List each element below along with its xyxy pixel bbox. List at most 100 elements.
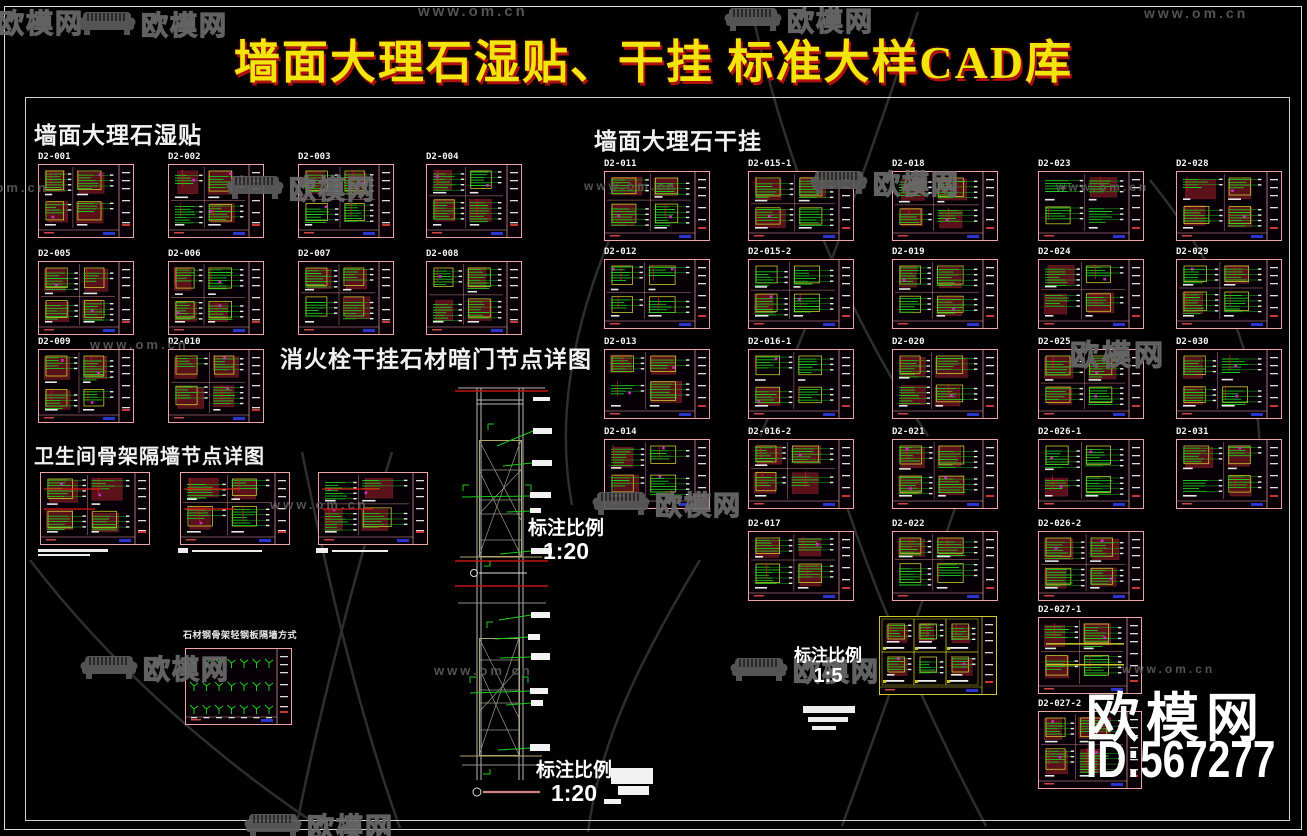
cad-thumbnail [318,472,428,545]
cad-drawing-image [1176,171,1282,241]
section-header-hydrant-door: 消火栓干挂石材暗门节点详图 [280,346,592,372]
cad-thumbnail: D2-022 [892,520,998,601]
sofa-icon [78,9,136,39]
watermark-url: www.om.cn [270,497,369,512]
watermark-logo: 欧模网 [730,650,880,689]
stone-frame-caption: 石材钢骨架轻钢板隔墙方式 [183,630,298,640]
drawing-code-label: D2-004 [426,152,459,162]
section-header-bathroom-partition: 卫生间骨架隔墙节点详图 [34,446,265,468]
section-header-dry-hang: 墙面大理石干挂 [594,128,762,154]
cad-thumbnail: D2-023 [1038,160,1144,241]
drawing-code-label: D2-012 [604,247,637,257]
cad-thumbnail: D2-006 [168,250,264,335]
cad-drawing-image [1038,349,1144,419]
cad-drawing-image [38,261,134,335]
cad-drawing-image [40,472,150,545]
cad-drawing-image [1038,531,1144,601]
cad-thumbnail: D2-026-2 [1038,520,1144,601]
cad-thumbnail: D2-005 [38,250,134,335]
scale-annotation-right: 标注比例 1:5 [794,646,862,687]
cad-thumbnail: D2-009 [38,338,134,423]
drawing-code-label: D2-028 [1176,159,1209,169]
drawing-code-label: D2-029 [1176,247,1209,257]
drawing-code-label: D2-007 [298,249,331,259]
outer-border [4,6,1302,830]
cad-thumbnail: D2-024 [1038,248,1144,329]
cad-drawing-image [180,472,290,545]
watermark-url: www.om.cn [434,663,533,678]
drawing-code-label: D2-023 [1038,159,1071,169]
watermark-site-name: 欧模网 [872,169,960,200]
watermark-logo: 欧模网 [78,4,228,43]
cad-drawing-image [426,261,522,335]
sofa-icon [244,811,302,836]
drawing-code-label: D2-003 [298,152,331,162]
watermark-site-name: 欧模网 [142,654,230,685]
cad-drawing-image [748,259,854,329]
drawing-code-label: D2-009 [38,337,71,347]
cad-drawing-image [185,648,292,725]
scale-value: 1:20 [542,538,590,565]
drawing-code-label: D2-006 [168,249,201,259]
watermark-url: www.om.cn [1056,180,1150,194]
caption-bar [332,550,388,552]
drawing-code-label: D2-024 [1038,247,1071,257]
scale-annotation-lower: 标注比例 1:20 [536,760,612,807]
content-border [25,97,1290,821]
cad-drawing-image [168,349,264,423]
cad-thumbnail: D2-015-2 [748,248,854,329]
cad-drawing-image [1038,171,1144,241]
scale-label: 标注比例 [794,646,862,665]
legend-bar [803,706,855,713]
watermark-site-name: 欧模网 [654,490,742,521]
watermark-logo: 欧模网 [592,484,742,523]
cad-drawing-image [426,164,522,238]
watermark-site-name: 欧模网 [1069,340,1167,373]
cad-drawing-image [1038,439,1144,509]
cad-thumbnail: D2-013 [604,338,710,419]
sofa-icon [730,655,788,685]
cad-drawing-image [168,261,264,335]
cad-drawing-image [38,164,134,238]
drawing-code-label: D2-031 [1176,427,1209,437]
scale-label: 标注比例 [528,518,605,539]
hydrant-elevation-drawing [455,387,653,804]
cad-thumbnail: D2-016-2 [748,428,854,509]
cad-drawing-image [604,259,710,329]
drawing-code-label: D2-027-2 [1038,699,1082,709]
cad-drawing-image [892,171,998,241]
cad-drawing-image [318,472,428,545]
watermark-url: www.om.cn [90,337,189,352]
cad-thumbnail: D2-021 [892,428,998,509]
drawing-code-label: D2-002 [168,152,201,162]
watermark-site-name: 欧模网 [306,812,394,836]
drawing-code-label: D2-019 [892,247,925,257]
drawing-code-label: D2-020 [892,337,925,347]
cad-drawing-image [604,439,710,509]
cad-thumbnail: D2-016-1 [748,338,854,419]
cad-drawing-image [1176,349,1282,419]
cad-thumbnail: D2-010 [168,338,264,423]
drawing-code-label: D2-018 [892,159,925,169]
legend-bar [812,726,836,730]
drawing-code-label: D2-011 [604,159,637,169]
drawing-code-label: D2-010 [168,337,201,347]
page-title: 墙面大理石湿贴、干挂 标准大样CAD库 [233,37,1074,88]
cad-drawing-image [1038,617,1142,694]
cad-drawing-image [892,259,998,329]
drawing-code-label: D2-015-2 [748,247,792,257]
sofa-icon [80,653,138,683]
drawing-code-label: D2-013 [604,337,637,347]
cad-thumbnail: D2-025 [1038,338,1144,419]
caption-bar [316,548,328,553]
cad-thumbnail: D2-020 [892,338,998,419]
cad-thumbnail: D2-003 [298,153,394,238]
watermark-url: www.om.cn [0,180,49,195]
cad-thumbnail: D2-004 [426,153,522,238]
watermark-url: www.om.cn [584,179,678,193]
watermark-logo: 欧模网 [0,2,84,41]
legend-bar [808,717,848,722]
drawing-code-label: D2-016-1 [748,337,792,347]
watermark-logo: 欧模网 [244,806,394,836]
